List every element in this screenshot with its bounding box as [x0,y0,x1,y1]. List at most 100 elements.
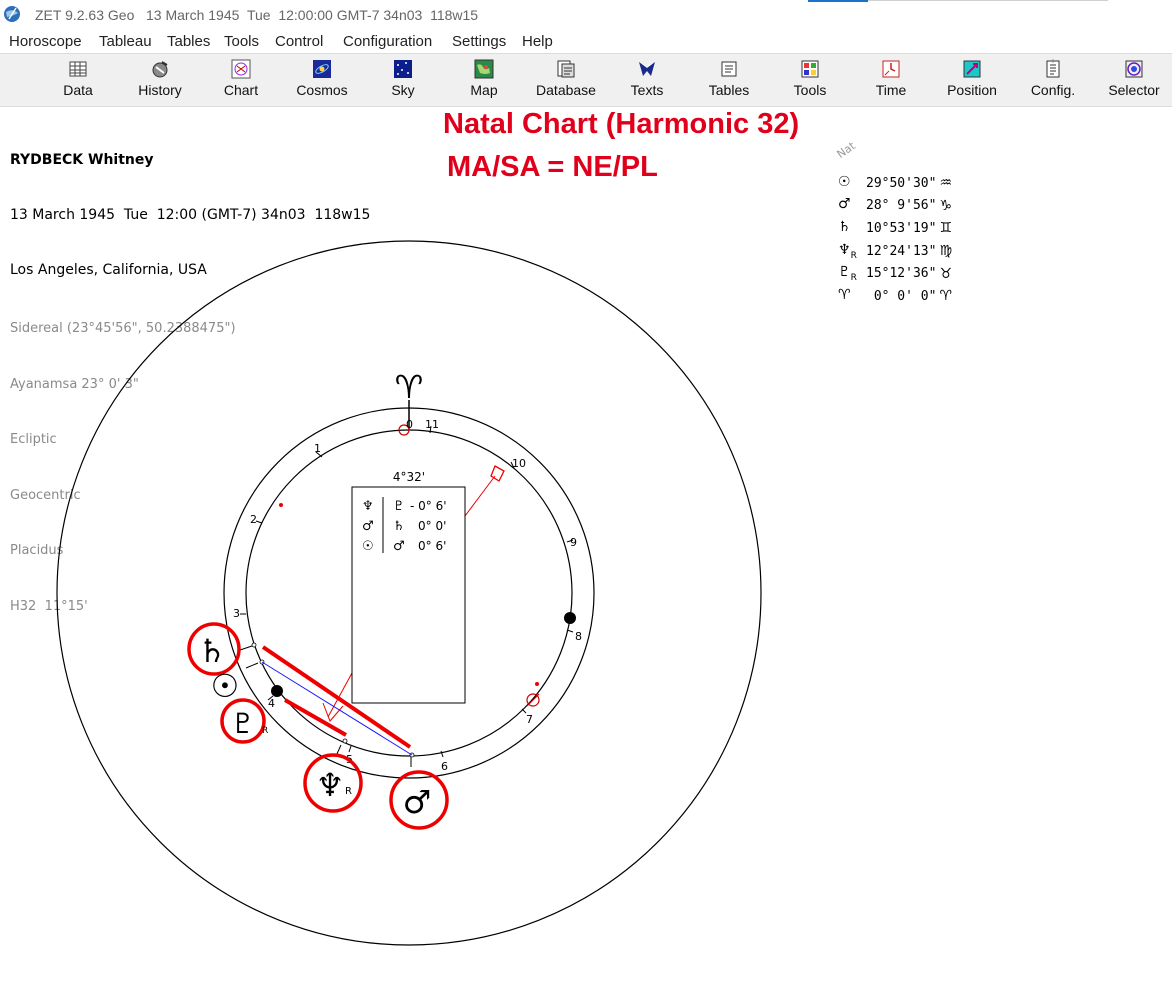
aspect-box [351,486,466,704]
orb-label: 4°32' [393,470,425,484]
person-place: Los Angeles, California, USA [10,262,207,278]
aries-point-icon: ♈ [395,368,424,406]
menu-configuration[interactable]: Configuration [343,33,433,50]
capricorn-icon: ♑ [939,197,953,214]
toolbar-tables-button[interactable]: Tables [692,59,766,103]
title-accent-bar [808,0,868,2]
database-icon [557,60,575,78]
neptune-icon: ♆ [316,766,345,804]
menu-horoscope[interactable]: Horoscope [9,33,82,50]
menu-help[interactable]: Help [522,33,553,50]
house-number: 10 [512,457,526,470]
red-circle-marker-line [526,693,540,707]
toolbar-database-button[interactable]: Database [529,59,603,103]
toolbar-time-button[interactable]: Time [854,59,928,103]
position-icon [963,60,981,78]
neptune-icon: ♆R [838,241,857,261]
position-row-saturn: ♄ 10°53'19" ♊ [838,219,953,237]
chart-info-panel: RYDBECK Whitney 13 March 1945 Tue 12:00 … [10,114,370,634]
toolbar-position-button[interactable]: Position [935,59,1009,103]
red-dot [279,503,283,507]
menu-tools[interactable]: Tools [224,33,260,50]
pluto-icon: ♇R [838,264,857,284]
detail-house-system: Placidus [10,543,64,558]
planet-marker-pluto[interactable]: ♇ R [220,698,268,744]
position-row-aries-point: ♈ 0° 0' 0" ♈ [838,286,953,305]
midpoint-kite-marker [464,465,505,517]
house-number: 0 [406,418,413,431]
virgo-icon: ♍ [939,243,953,260]
house-number: 2 [250,513,257,526]
texts-icon [639,62,655,76]
red-circle-marker [526,693,540,707]
toolbar: Data History Chart Cosmos Sky Map Databa… [0,53,1172,107]
house-number: 1 [314,442,321,455]
tables-icon [721,61,737,77]
toolbar-texts-button[interactable]: Texts [610,59,684,103]
planet-marker-saturn[interactable]: ♄ [187,622,241,676]
position-row-sun: ☉ 29°50'30" ♒ [838,173,953,192]
mars-icon: ♂ [403,783,432,821]
position-row-mars: ♂ 28° 9'56" ♑ [838,196,953,214]
data-grid-icon [69,61,87,77]
aquarius-icon: ♒ [939,175,953,192]
person-date-line: 13 March 1945 Tue 12:00 (GMT-7) 34n03 11… [10,207,371,223]
outer-circle [56,240,762,946]
position-row-neptune: ♆R 12°24'13" ♍ [838,241,953,261]
retrograde-label: R [345,786,352,797]
toolbar-config-button[interactable]: Config. [1016,59,1090,103]
pluto-icon: ♇ [230,707,255,740]
cosmos-icon [313,60,331,78]
tools-icon [801,60,819,78]
detail-geocentric: Geocentric [10,487,81,503]
detail-sidereal: Sidereal (23°45'56", 50.2388475") [10,321,236,336]
menu-bar: Horoscope Tableau Tables Tools Control C… [0,30,1172,53]
mars-icon: ♂ [393,539,405,554]
planet-marker-neptune[interactable]: ♆ R [303,753,363,813]
annotation-formula: MA/SA = NE/PL [447,151,658,183]
toolbar-tools-button[interactable]: Tools [773,59,847,103]
saturn-icon: ♄ [393,519,405,534]
toolbar-cosmos-button[interactable]: Cosmos [285,59,359,103]
midpoint-line-mars-saturn [261,645,412,749]
sky-stars-icon [394,60,412,78]
house-number: 3 [233,607,240,620]
house-number: 11 [425,418,439,431]
black-dot [271,685,283,697]
aries-icon: ♈ [838,286,851,303]
aries-icon: ♈ [939,288,953,305]
aries-marker [398,424,410,436]
toolbar-data-button[interactable]: Data [41,59,115,103]
toolbar-chart-button[interactable]: Chart [204,59,278,103]
menu-settings[interactable]: Settings [452,33,507,50]
chart-wheel-icon [231,59,251,79]
toolbar-map-button[interactable]: Map [447,59,521,103]
detail-ecliptic: Ecliptic [10,432,57,447]
sun-icon: ☉ [211,667,240,705]
toolbar-sky-button[interactable]: Sky [366,59,440,103]
house-ticks [240,425,574,758]
window-title: ZET 9.2.63 Geo 13 March 1945 Tue 12:00:0… [35,7,479,23]
black-dot [564,612,576,624]
saturn-icon: ♄ [198,632,227,670]
map-icon [474,59,494,79]
mars-icon: ♂ [838,196,851,213]
inner-arrow [322,672,353,722]
planet-marker-sun[interactable]: ☉ [211,667,240,705]
config-icon [1046,59,1060,78]
menu-tables[interactable]: Tables [167,33,211,50]
aspect-line-blue [261,661,413,756]
toolbar-history-button[interactable]: History [123,59,197,103]
selector-icon [1125,60,1143,78]
planet-marker-mars[interactable]: ♂ [389,770,449,830]
title-bar: ZET 9.2.63 Geo 13 March 1945 Tue 12:00:0… [0,0,1172,30]
menu-control[interactable]: Control [275,33,324,50]
sun-icon: ☉ [838,173,851,190]
menu-tableau[interactable]: Tableau [99,33,152,50]
position-row-pluto: ♇R 15°12'36" ♉ [838,264,953,284]
house-number: 9 [570,536,577,549]
toolbar-selector-button[interactable]: Selector [1097,59,1171,103]
saturn-icon: ♄ [838,219,851,236]
house-number: 7 [526,713,533,726]
